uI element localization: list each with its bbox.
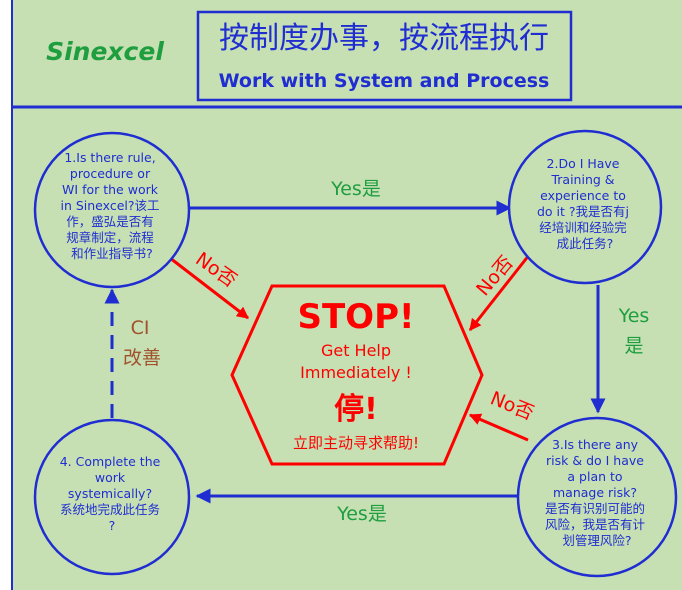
step-1-line: 和作业指导书? bbox=[71, 246, 153, 261]
step-2-circle bbox=[507, 129, 663, 285]
step-3-circle bbox=[516, 416, 678, 578]
no-arrow-2 bbox=[468, 249, 535, 331]
step-2-line: experience to bbox=[540, 188, 626, 203]
ci-label-cn: 改善 bbox=[123, 347, 161, 369]
step-4-circle bbox=[33, 418, 191, 576]
yes-label-2-3-cn: 是 bbox=[624, 335, 643, 357]
stop-line-1: Get Help bbox=[321, 341, 391, 360]
step-3-text: 3.Is there any risk & do I have a plan t… bbox=[545, 437, 649, 548]
stop-title: STOP! bbox=[297, 297, 414, 337]
step-3-line: a plan to bbox=[567, 469, 622, 484]
step-2-text: 2.Do I Have Training & experience to do … bbox=[537, 156, 633, 251]
step-4-line: systemically? bbox=[68, 486, 152, 501]
step-4-line: ? bbox=[109, 518, 116, 533]
step-3-line: manage risk? bbox=[553, 485, 637, 500]
step-2-line: 经培训和经验完 bbox=[539, 220, 627, 235]
step-2-line: 成此任务? bbox=[557, 236, 614, 251]
step-1-line: 规章制定，流程 bbox=[66, 230, 154, 245]
step-4-node: 4. Complete the work systemically? 系统地完成… bbox=[33, 418, 191, 576]
step-1-line: 作，盛弘是否有 bbox=[66, 214, 154, 229]
stop-cn-title: 停! bbox=[334, 392, 378, 427]
step-3-line: 3.Is there any bbox=[552, 437, 639, 452]
stop-node: STOP! Get Help Immediately ! 停! 立即主动寻求帮助… bbox=[230, 284, 484, 466]
step-1-line: 1.Is there rule, bbox=[64, 150, 155, 165]
step-1-text: 1.Is there rule, procedure or WI for the… bbox=[60, 150, 163, 261]
step-2-node: 2.Do I Have Training & experience to do … bbox=[507, 129, 663, 285]
step-3-line: risk & do I have bbox=[546, 453, 644, 468]
no-arrow-3 bbox=[468, 413, 529, 442]
sinexcel-logo: Sinexcel bbox=[46, 37, 164, 66]
title-box bbox=[196, 10, 573, 102]
step-4-text: 4. Complete the work systemically? 系统地完成… bbox=[60, 454, 165, 533]
step-4-line: 系统地完成此任务 bbox=[60, 502, 160, 517]
step-4-line: work bbox=[95, 470, 126, 485]
yes-label-2-3-en: Yes bbox=[618, 305, 650, 327]
stop-cn-line: 立即主动寻求帮助! bbox=[293, 434, 419, 452]
step-1-line: procedure or bbox=[70, 166, 151, 181]
stop-line-2: Immediately ! bbox=[300, 363, 412, 382]
step-3-line: 是否有识别可能的 bbox=[545, 501, 645, 516]
step-1-line: WI for the work bbox=[62, 182, 159, 197]
step-2-line: 2.Do I Have bbox=[547, 156, 620, 171]
step-1-node: 1.Is there rule, procedure or WI for the… bbox=[33, 131, 191, 289]
step-2-line: do it ?我是否有j bbox=[537, 204, 629, 219]
step-2-line: Training & bbox=[550, 172, 614, 187]
step-3-node: 3.Is there any risk & do I have a plan t… bbox=[516, 416, 678, 578]
yes-label-1-2: Yes是 bbox=[330, 178, 381, 200]
title-chinese: 按制度办事，按流程执行 bbox=[219, 21, 549, 56]
title-english: Work with System and Process bbox=[219, 70, 550, 92]
yes-label-3-4: Yes是 bbox=[336, 503, 387, 525]
step-1-line: in Sinexcel?该工 bbox=[60, 198, 159, 213]
step-1-circle bbox=[33, 131, 191, 289]
ci-label-en: CI bbox=[131, 317, 150, 339]
no-arrow-1 bbox=[169, 256, 249, 320]
step-3-line: 划管理风险? bbox=[562, 533, 631, 548]
step-3-line: 风险，我是否有计 bbox=[545, 517, 645, 532]
stop-hexagon bbox=[230, 284, 484, 466]
step-4-line: 4. Complete the bbox=[60, 454, 161, 469]
